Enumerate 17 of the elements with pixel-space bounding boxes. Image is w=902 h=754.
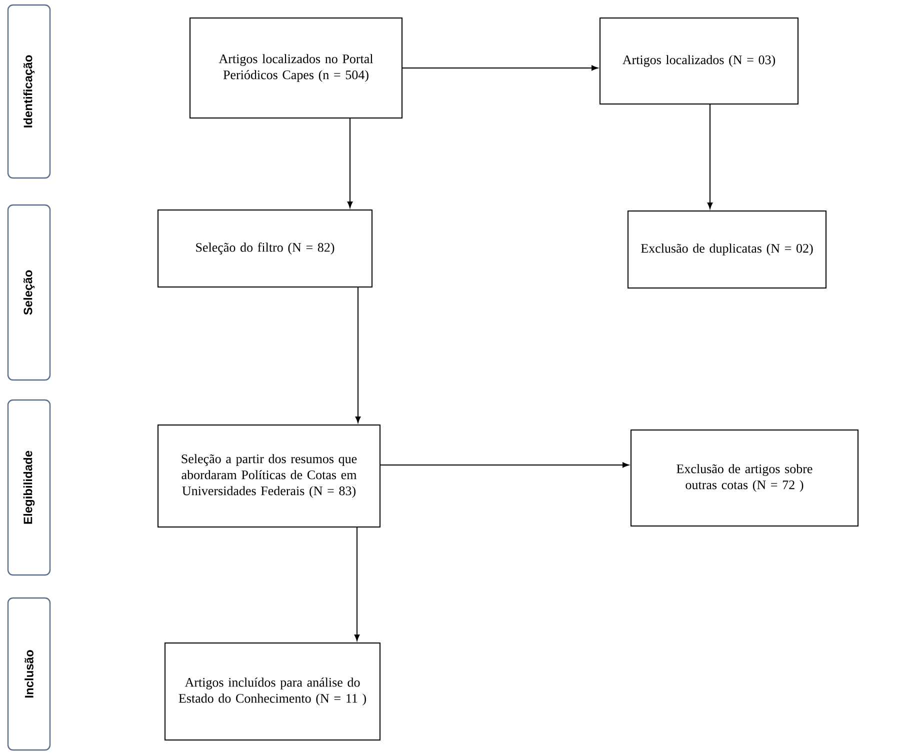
process-box: Artigos localizados (N = 03) xyxy=(600,18,798,104)
arrow xyxy=(380,462,629,468)
process-box: Exclusão de duplicatas (N = 02) xyxy=(628,210,826,288)
process-box: Artigos localizados no Portal Periódicos Capes (n = 504) xyxy=(190,18,402,118)
phase-label: Identificação xyxy=(7,4,51,179)
process-box: Seleção do filtro (N = 82) xyxy=(158,210,372,288)
process-box: Artigos incluídos para análise do Estado do Conhecimento (N = 11 ) xyxy=(164,642,380,740)
arrow xyxy=(355,286,361,423)
process-box: Seleção a partir dos resumos que abordaram Políticas de Cotas em Universidades Federais (N = 83) xyxy=(158,424,380,528)
phase-label: Seleção xyxy=(7,204,51,381)
arrow xyxy=(347,118,353,208)
phase-label: Inclusão xyxy=(7,597,51,751)
phase-label: Elegibilidade xyxy=(7,399,51,576)
arrow xyxy=(707,104,713,209)
arrow xyxy=(354,526,360,641)
arrow xyxy=(402,65,598,71)
process-box: Exclusão de artigos sobre outras cotas (N = 72 ) xyxy=(630,429,858,526)
